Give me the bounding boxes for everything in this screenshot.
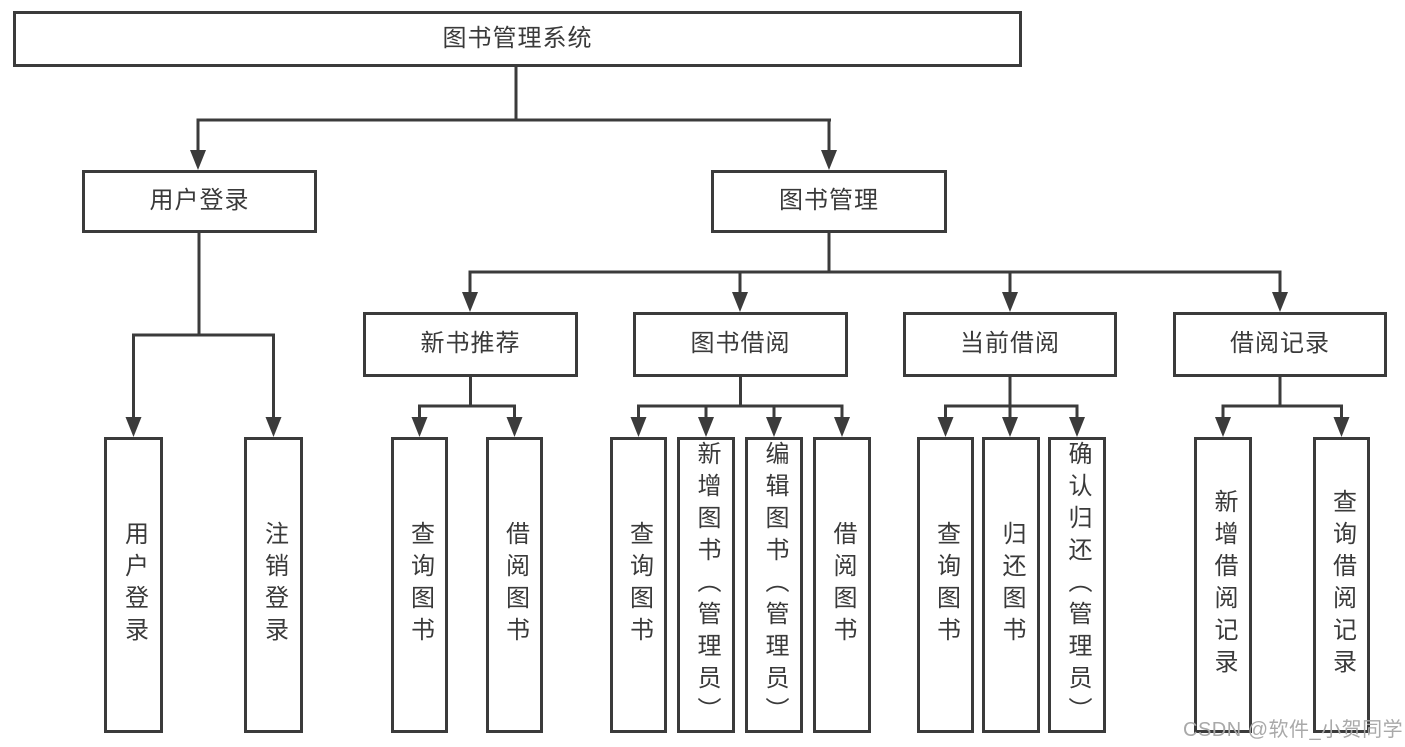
connector-book-borrow-children — [630, 375, 850, 437]
node-root: 图书管理系统 — [13, 11, 1022, 67]
node-leaf-nbr-borrow-books-label: 借阅图书 — [501, 521, 529, 649]
node-leaf-cb-query-books-label: 查询图书 — [932, 521, 960, 649]
connector-borrow-records-children — [1215, 375, 1350, 437]
node-leaf-bb-edit-books-label: 编辑图书（管理员） — [761, 441, 788, 729]
node-leaf-bb-add-books: 新增图书（管理员） — [677, 437, 735, 733]
node-leaf-bb-borrow-books: 借阅图书 — [813, 437, 871, 733]
connector-user-login-children — [125, 231, 282, 437]
node-leaf-logout: 注销登录 — [244, 437, 303, 733]
connector-current-borrow-children — [937, 375, 1085, 437]
connector-book-mgmt-children — [462, 231, 1288, 312]
node-user-login-group: 用户登录 — [82, 170, 317, 233]
node-leaf-br-query-record: 查询借阅记录 — [1313, 437, 1370, 733]
node-leaf-bb-edit-books: 编辑图书（管理员） — [745, 437, 803, 733]
node-user-login-group-label: 用户登录 — [149, 187, 250, 215]
node-leaf-logout-label: 注销登录 — [260, 521, 288, 649]
node-leaf-bb-query-books: 查询图书 — [610, 437, 667, 733]
node-new-book-rec-label: 新书推荐 — [420, 330, 521, 358]
node-leaf-cb-confirm-return-label: 确认归还（管理员） — [1064, 441, 1091, 729]
node-current-borrow-label: 当前借阅 — [960, 330, 1060, 358]
node-leaf-cb-return-books: 归还图书 — [982, 437, 1040, 733]
arrow-down-icon — [190, 150, 206, 170]
arrow-down-icon — [411, 417, 428, 437]
node-leaf-user-login: 用户登录 — [104, 437, 163, 733]
node-leaf-user-login-label: 用户登录 — [120, 521, 148, 649]
arrow-down-icon — [462, 292, 478, 312]
arrow-down-icon — [630, 417, 647, 437]
arrow-down-icon — [1333, 417, 1350, 437]
arrow-down-icon — [1069, 417, 1085, 437]
node-leaf-br-add-record: 新增借阅记录 — [1194, 437, 1252, 733]
connector-new-book-rec-children — [411, 375, 523, 437]
node-book-mgmt-group-label: 图书管理 — [779, 187, 879, 215]
arrow-down-icon — [732, 292, 748, 312]
node-leaf-cb-confirm-return: 确认归还（管理员） — [1048, 437, 1106, 733]
arrow-down-icon — [766, 417, 782, 437]
node-leaf-nbr-borrow-books: 借阅图书 — [486, 437, 543, 733]
arrow-down-icon — [698, 417, 714, 437]
arrow-down-icon — [1002, 292, 1018, 312]
arrow-down-icon — [1272, 292, 1288, 312]
node-current-borrow: 当前借阅 — [903, 312, 1117, 377]
node-leaf-bb-add-books-label: 新增图书（管理员） — [693, 441, 720, 729]
arrow-down-icon — [1002, 417, 1018, 437]
node-leaf-nbr-query-books-label: 查询图书 — [406, 521, 434, 649]
arrow-down-icon — [125, 417, 142, 437]
arrow-down-icon — [1215, 417, 1231, 437]
arrow-down-icon — [265, 417, 282, 437]
node-leaf-br-query-record-label: 查询借阅记录 — [1328, 489, 1356, 681]
watermark: CSDN @软件_小贺同学 — [1183, 719, 1404, 741]
node-book-mgmt-group: 图书管理 — [711, 170, 947, 233]
arrow-down-icon — [821, 150, 837, 170]
node-leaf-br-add-record-label: 新增借阅记录 — [1210, 489, 1237, 681]
arrow-down-icon — [834, 417, 850, 437]
node-leaf-bb-borrow-books-label: 借阅图书 — [829, 521, 856, 649]
arrow-down-icon — [937, 417, 954, 437]
node-borrow-records: 借阅记录 — [1173, 312, 1387, 377]
node-root-label: 图书管理系统 — [442, 24, 593, 52]
node-leaf-bb-query-books-label: 查询图书 — [625, 521, 653, 649]
arrow-down-icon — [506, 417, 523, 437]
node-leaf-cb-query-books: 查询图书 — [917, 437, 974, 733]
node-book-borrow: 图书借阅 — [633, 312, 848, 377]
node-leaf-nbr-query-books: 查询图书 — [391, 437, 448, 733]
connector-root-to-level2 — [190, 65, 837, 170]
node-book-borrow-label: 图书借阅 — [690, 330, 791, 358]
node-leaf-cb-return-books-label: 归还图书 — [998, 521, 1025, 649]
node-new-book-rec: 新书推荐 — [363, 312, 578, 377]
node-borrow-records-label: 借阅记录 — [1230, 330, 1330, 358]
